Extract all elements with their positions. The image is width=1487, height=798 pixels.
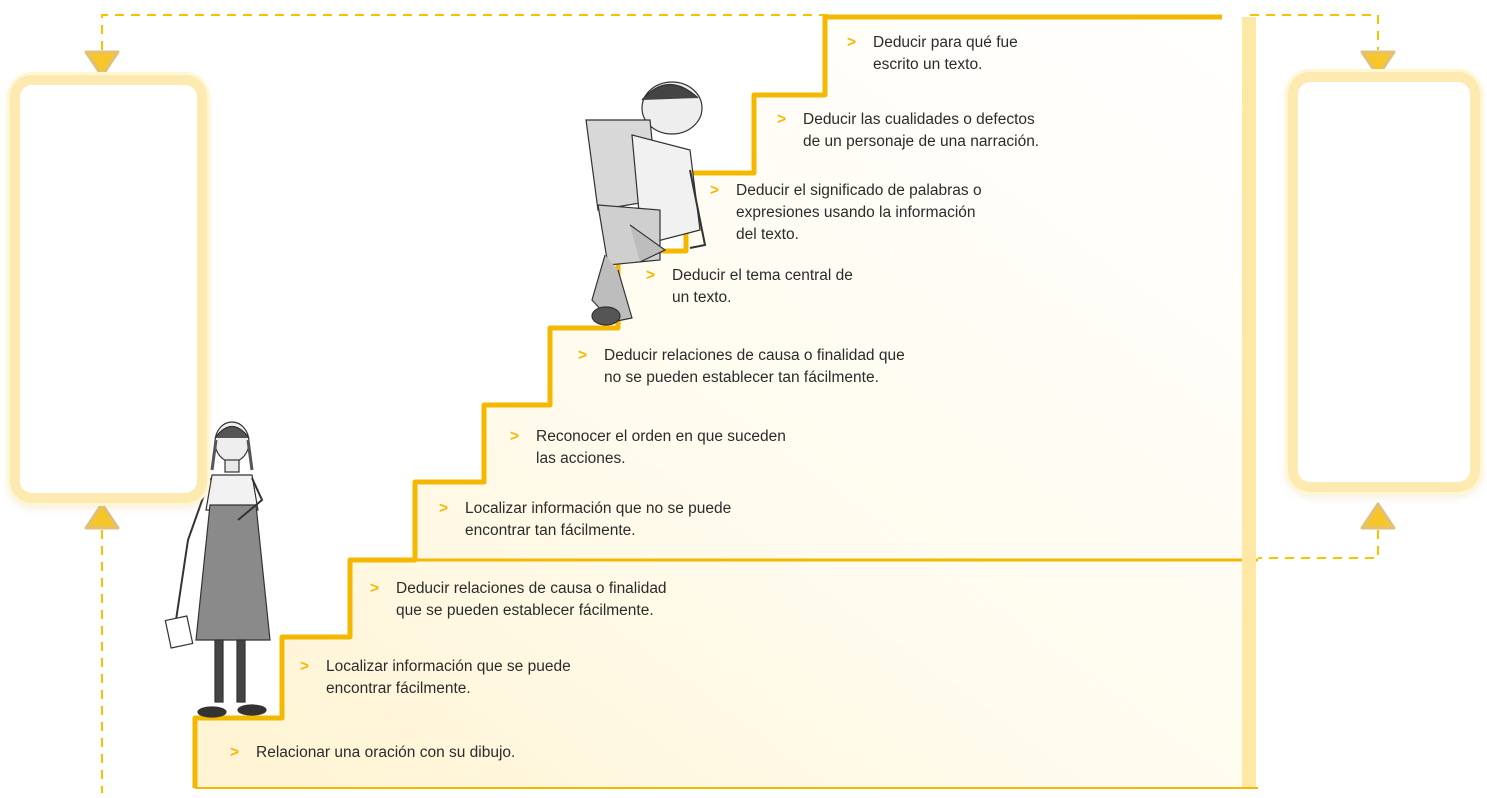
step-10-text: > Deducir para qué fue escrito un texto. — [847, 34, 1018, 73]
step-7-text: > Deducir el tema central de un texto. — [646, 267, 853, 306]
up-arrow-icon — [1360, 502, 1396, 530]
down-arrow-icon — [84, 50, 120, 78]
bullet-icon: > — [300, 658, 310, 675]
left-side-box — [10, 75, 207, 503]
bullet-icon: > — [230, 744, 240, 761]
boy-climbing-illustration — [585, 81, 707, 326]
stairs-right-edge — [1242, 17, 1256, 788]
step-9-text: > Deducir las cualidades o defectos de u… — [777, 111, 1040, 150]
bullet-icon: > — [710, 182, 720, 199]
stairs-fill — [195, 17, 1250, 788]
bullet-icon: > — [439, 500, 449, 517]
bullet-icon: > — [578, 347, 588, 364]
stairs-outline — [192, 14, 1222, 788]
step-5-text: > Reconocer el orden en que suceden las … — [510, 428, 786, 467]
girl-thinking-illustration — [164, 421, 271, 718]
up-arrow-icon — [84, 502, 120, 530]
bullet-icon: > — [777, 111, 787, 128]
bullet-icon: > — [847, 34, 857, 51]
right-side-box — [1288, 72, 1480, 492]
step-6-text: > Deducir relaciones de causa o finalida… — [578, 347, 905, 386]
step-3-text: > Deducir relaciones de causa o finalida… — [370, 580, 667, 619]
bullet-icon: > — [510, 428, 520, 445]
step-1-text: > Relacionar una oración con su dibujo. — [230, 742, 515, 764]
bullet-icon: > — [370, 580, 380, 597]
step-8-text: > Deducir el significado de palabras o e… — [710, 182, 982, 243]
step-4-text: > Localizar información que no se puede … — [439, 500, 732, 539]
dashed-connector — [101, 14, 1379, 793]
bullet-icon: > — [646, 267, 656, 284]
step-2-text: > Localizar información que se puede enc… — [300, 658, 571, 697]
down-arrow-icon — [1360, 50, 1396, 78]
